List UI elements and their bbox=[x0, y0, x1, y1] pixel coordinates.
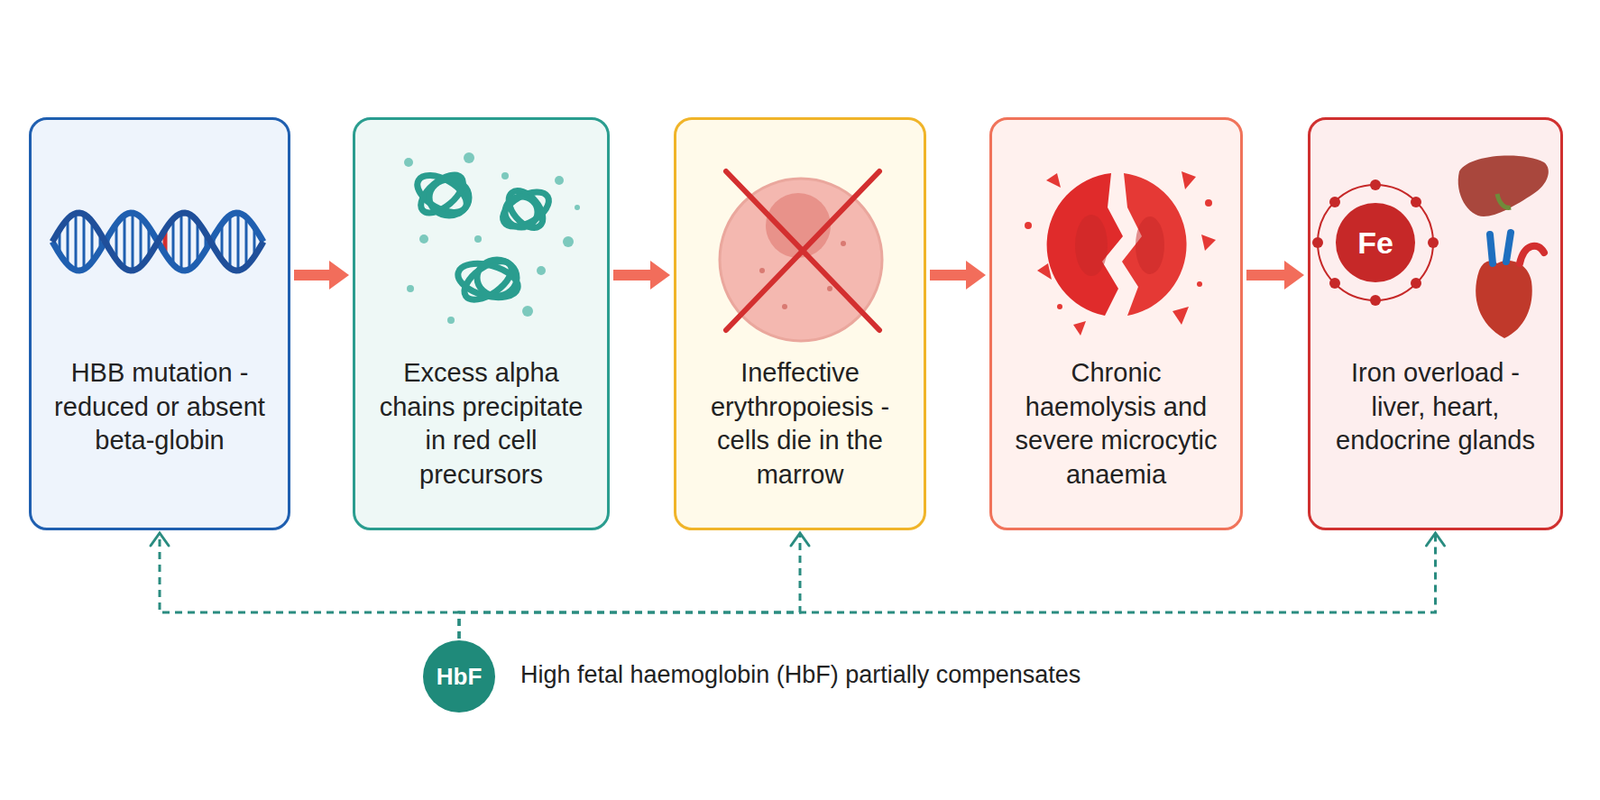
dna-rung bbox=[123, 215, 127, 269]
feedback-line bbox=[459, 533, 800, 639]
liver bbox=[1458, 156, 1549, 217]
box-ground bbox=[673, 117, 927, 531]
dna-rung bbox=[229, 215, 232, 269]
process-box: Excess alpha chains precipitate in red c… bbox=[352, 117, 610, 531]
process-box: Ineffective erythropoiesis - cells die i… bbox=[673, 117, 927, 531]
box-text: Iron overload - liver, heart, endocrine … bbox=[1326, 356, 1545, 459]
box-ground bbox=[352, 117, 610, 531]
dna-rung bbox=[131, 212, 135, 271]
arrow-head bbox=[1426, 533, 1445, 546]
dna-rung bbox=[245, 217, 249, 267]
connector bbox=[459, 533, 1445, 639]
arrow-head bbox=[790, 533, 810, 546]
box-text: HBB mutation - reduced or absent beta-gl… bbox=[47, 356, 272, 459]
arrow-shaft bbox=[929, 269, 970, 281]
dna-rung bbox=[82, 214, 86, 270]
connector bbox=[294, 260, 350, 290]
connector bbox=[459, 533, 810, 639]
arrow-head bbox=[650, 260, 671, 290]
connector bbox=[1246, 260, 1305, 290]
dying-cell bbox=[719, 171, 883, 341]
dna-rung bbox=[237, 212, 240, 271]
connector bbox=[613, 260, 671, 290]
feedback-line bbox=[159, 533, 460, 639]
box-ground bbox=[28, 117, 291, 531]
dna-rung bbox=[74, 212, 78, 270]
alpha-chain-aggregates bbox=[411, 167, 555, 307]
dna-strand bbox=[52, 212, 264, 271]
feedback-line bbox=[459, 533, 1436, 639]
arrow-head bbox=[1284, 260, 1305, 290]
arrow-shaft bbox=[294, 269, 333, 281]
note-text: High fetal haemoglobin (HbF) partially c… bbox=[520, 661, 1081, 690]
connector bbox=[150, 533, 460, 639]
dna-rung bbox=[66, 219, 70, 266]
box-text: Excess alpha chains precipitate in red c… bbox=[371, 356, 591, 493]
iron-atom bbox=[1312, 179, 1439, 306]
arrow-head bbox=[965, 260, 986, 290]
arrow-shaft bbox=[613, 269, 654, 281]
hbf-circle: HbF bbox=[422, 640, 496, 713]
arrow-head bbox=[329, 260, 350, 290]
box-ground bbox=[989, 117, 1243, 531]
box-text: Ineffective erythropoiesis - cells die i… bbox=[692, 356, 908, 493]
dna-rung bbox=[180, 212, 184, 270]
process-box: Chronic haemolysis and severe microcytic… bbox=[989, 117, 1243, 531]
dna-helix bbox=[52, 212, 264, 271]
dna-rung bbox=[139, 217, 143, 267]
dna-strand bbox=[52, 212, 264, 271]
arrow-head bbox=[150, 533, 169, 546]
dots bbox=[404, 152, 580, 324]
process-box: Iron overload - liver, heart, endocrine … bbox=[1307, 117, 1564, 531]
broken-red-cell bbox=[1024, 171, 1216, 336]
box-text: Chronic haemolysis and severe microcytic… bbox=[1008, 356, 1224, 493]
process-box: HBB mutation - reduced or absent beta-gl… bbox=[28, 117, 291, 531]
dna-rung bbox=[172, 219, 175, 266]
arrow-shaft bbox=[1246, 269, 1288, 281]
element-symbol: Fe bbox=[1357, 225, 1394, 261]
box-ground bbox=[1307, 117, 1564, 531]
heart bbox=[1475, 232, 1545, 339]
circle-label: HbF bbox=[436, 662, 483, 691]
dna-rung bbox=[188, 214, 192, 270]
connector bbox=[929, 260, 986, 290]
